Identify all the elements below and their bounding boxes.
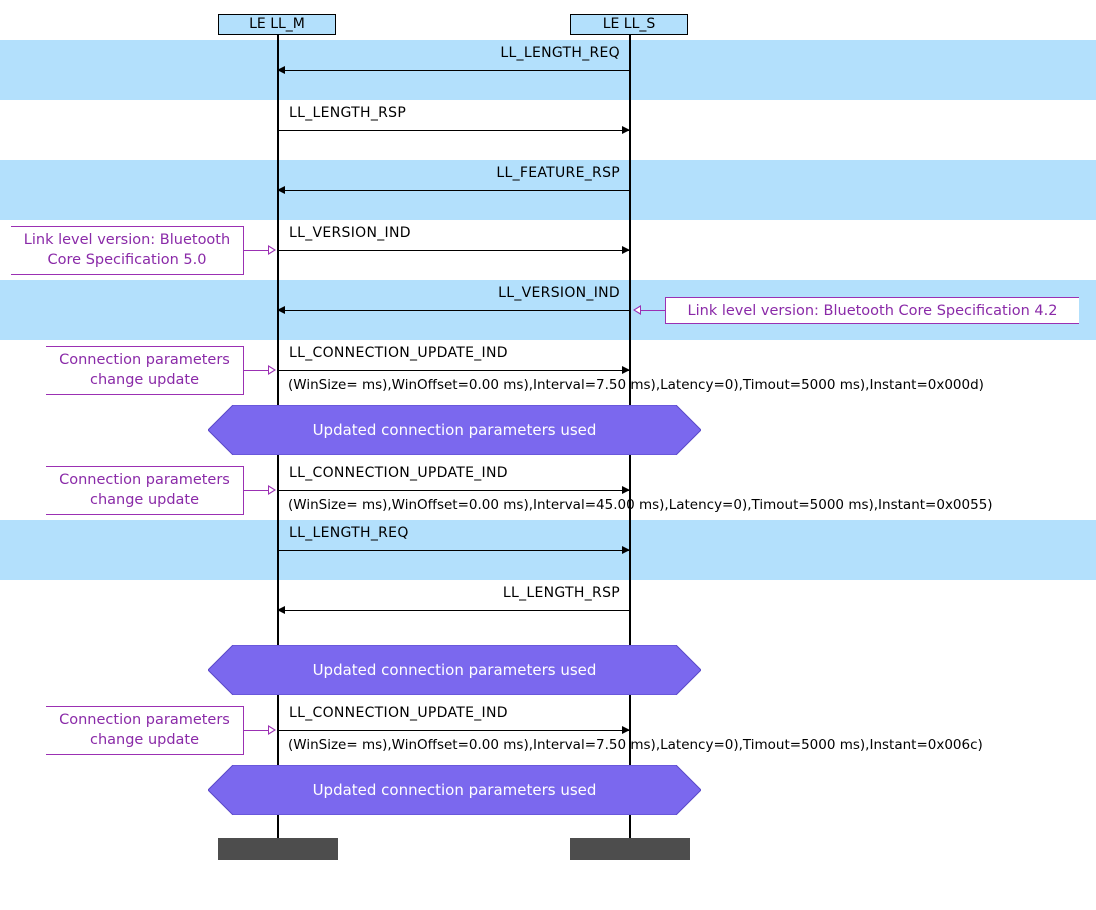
- note-connector: [244, 370, 268, 371]
- message-arrow: [279, 546, 630, 554]
- message-label: LL_LENGTH_RSP: [502, 585, 620, 601]
- note-line: Connection parameters: [59, 712, 230, 728]
- state-hexagon: Updated connection parameters used: [208, 405, 701, 455]
- note-line: Link level version: Bluetooth: [23, 232, 231, 248]
- note-version-slave: Link level version: Bluetooth Core Speci…: [665, 297, 1079, 324]
- state-label: Updated connection parameters used: [312, 781, 597, 799]
- note-arrow-icon: [268, 365, 276, 375]
- note-arrow-icon: [268, 485, 276, 495]
- message-label: LL_VERSION_IND: [289, 225, 411, 241]
- message-params: (WinSize= ms),WinOffset=0.00 ms),Interva…: [288, 377, 984, 393]
- note-line: Connection parameters: [59, 472, 230, 488]
- message-label: LL_VERSION_IND: [498, 285, 620, 301]
- message-params: (WinSize= ms),WinOffset=0.00 ms),Interva…: [288, 497, 993, 513]
- note-arrow-icon: [268, 245, 276, 255]
- message-label: LL_CONNECTION_UPDATE_IND: [289, 705, 508, 721]
- state-hexagon: Updated connection parameters used: [208, 765, 701, 815]
- message-label: LL_CONNECTION_UPDATE_IND: [289, 465, 508, 481]
- message-arrow: [277, 606, 629, 614]
- state-label: Updated connection parameters used: [312, 661, 597, 679]
- note-line: change update: [89, 372, 200, 388]
- message-arrow: [279, 486, 630, 494]
- note-line: Connection parameters: [59, 352, 230, 368]
- message-params: (WinSize= ms),WinOffset=0.00 ms),Interva…: [288, 737, 983, 753]
- note-version-master: Link level version: Bluetooth Core Speci…: [11, 226, 244, 275]
- note-line: Link level version: Bluetooth Core Speci…: [687, 303, 1058, 319]
- message-arrow: [277, 186, 629, 194]
- message-arrow: [277, 306, 629, 314]
- note-line: Core Specification 5.0: [47, 252, 207, 268]
- lifeline-foot-master: [218, 838, 338, 860]
- message-label: LL_LENGTH_REQ: [289, 525, 409, 541]
- state-label: Updated connection parameters used: [312, 421, 597, 439]
- message-arrow: [279, 726, 630, 734]
- message-arrow: [277, 66, 629, 74]
- note-arrow-icon: [633, 305, 641, 315]
- message-label: LL_FEATURE_RSP: [496, 165, 620, 181]
- message-arrow: [279, 126, 630, 134]
- message-arrow: [279, 246, 630, 254]
- note-conn-update: Connection parameters change update: [46, 466, 244, 515]
- note-line: change update: [89, 732, 200, 748]
- message-label: LL_LENGTH_REQ: [500, 45, 620, 61]
- note-arrow-icon: [268, 725, 276, 735]
- note-line: change update: [89, 492, 200, 508]
- state-hexagon: Updated connection parameters used: [208, 645, 701, 695]
- lifeline-head-slave: LE LL_S: [570, 14, 688, 35]
- note-connector: [244, 250, 268, 251]
- message-label: LL_LENGTH_RSP: [289, 105, 407, 121]
- note-connector: [244, 730, 268, 731]
- note-connector: [641, 310, 665, 311]
- lifeline-head-master: LE LL_M: [218, 14, 336, 35]
- lifeline-foot-slave: [570, 838, 690, 860]
- note-connector: [244, 490, 268, 491]
- note-conn-update: Connection parameters change update: [46, 706, 244, 755]
- note-conn-update: Connection parameters change update: [46, 346, 244, 395]
- message-arrow: [279, 366, 630, 374]
- message-label: LL_CONNECTION_UPDATE_IND: [289, 345, 508, 361]
